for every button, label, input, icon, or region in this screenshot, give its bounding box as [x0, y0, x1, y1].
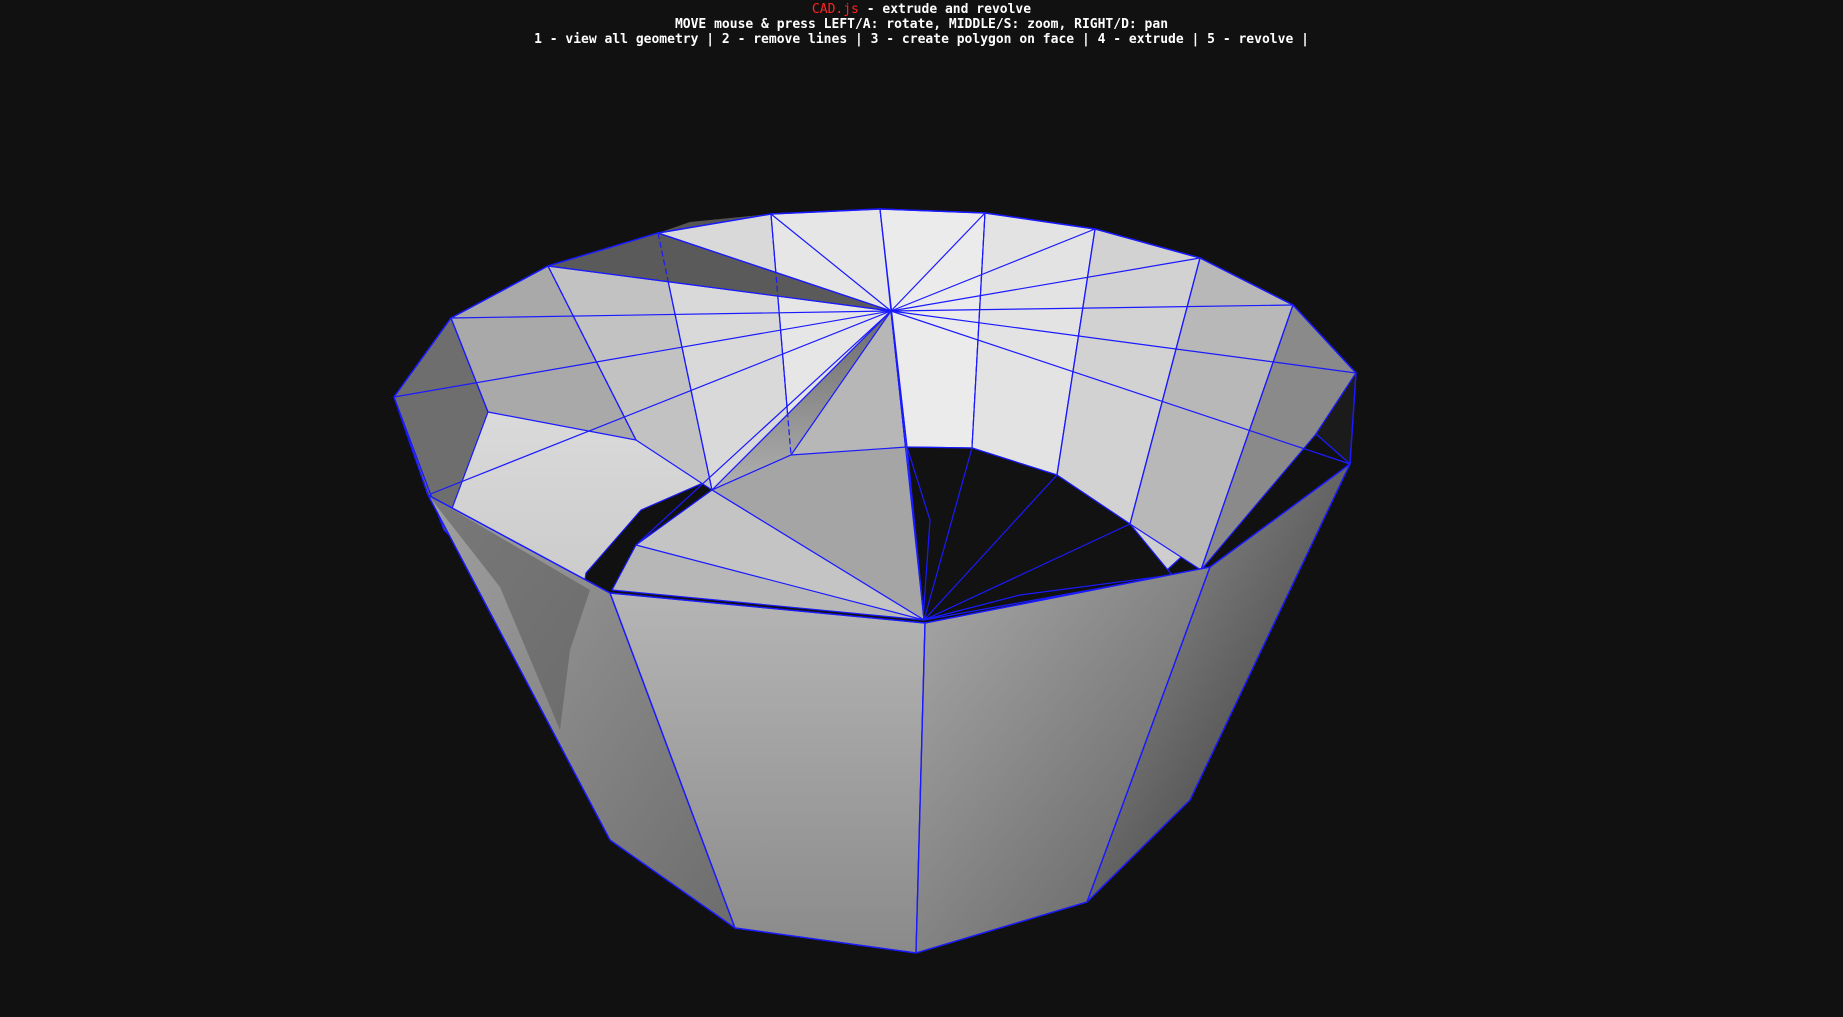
face-left-shadow — [428, 495, 590, 730]
outer-walls[interactable] — [393, 372, 1357, 954]
edge-fan — [393, 208, 1357, 621]
solid-model[interactable] — [393, 208, 1357, 954]
cadjs-link[interactable]: CAD.js — [811, 2, 859, 17]
mouse-instructions: MOVE mouse & press LEFT/A: rotate, MIDDL… — [674, 17, 1169, 32]
inner-wall — [393, 208, 1357, 621]
title-text: - extrude and revolve — [858, 2, 1032, 17]
outer-edges — [393, 208, 1357, 954]
keyboard-shortcuts: 1 - view all geometry | 2 - remove lines… — [534, 32, 1309, 47]
info-overlay: CAD.js - extrude and revolve MOVE mouse … — [0, 2, 1843, 47]
title-line: CAD.js - extrude and revolve — [0, 2, 1843, 17]
